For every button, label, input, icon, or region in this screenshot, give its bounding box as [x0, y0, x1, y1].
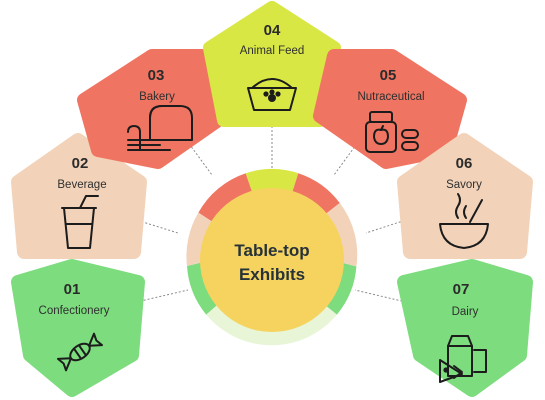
category-nutraceutical: 05 Nutraceutical [313, 49, 467, 169]
item-label: Nutraceutical [357, 91, 424, 103]
item-number: 07 [453, 281, 470, 298]
item-number: 06 [456, 155, 473, 172]
pentagon-animal-feed [203, 1, 341, 127]
soup-bowl-icon [439, 193, 489, 249]
category-confectionery: 01 Confectionery [11, 259, 145, 397]
category-savory: 06 Savory [397, 133, 533, 259]
category-animal-feed: 04 Animal Feed [203, 1, 341, 127]
item-number: 01 [64, 281, 81, 298]
category-beverage: 02 Beverage [11, 133, 147, 259]
center-ring: Table-top Exhibits [186, 169, 358, 346]
pentagon-beverage [11, 133, 147, 259]
center-title-line1: Table-top [234, 241, 309, 260]
center-circle [200, 188, 344, 332]
pet-food-bowl-icon [247, 78, 297, 111]
item-label: Animal Feed [240, 45, 305, 57]
item-number: 02 [72, 155, 89, 172]
item-label: Confectionery [39, 305, 110, 317]
item-label: Beverage [57, 179, 106, 191]
item-label: Dairy [452, 306, 479, 318]
category-dairy: 07 Dairy [397, 259, 533, 397]
pentagon-dairy [397, 259, 533, 397]
drink-cup-icon [61, 195, 99, 249]
dairy-products-icon [439, 335, 487, 383]
item-number: 05 [380, 67, 397, 84]
supplement-jar-icon [365, 111, 419, 153]
pentagon-confectionery [11, 259, 145, 397]
item-label: Savory [446, 179, 482, 191]
bread-loaf-icon [127, 105, 193, 151]
candy-icon [56, 332, 104, 372]
item-number: 04 [264, 22, 281, 39]
item-number: 03 [148, 67, 165, 84]
center-title-line2: Exhibits [239, 265, 305, 284]
item-label: Bakery [139, 91, 175, 103]
pentagon-savory [397, 133, 533, 259]
category-bakery: 03 Bakery [77, 49, 231, 169]
connector-07 [354, 289, 411, 304]
